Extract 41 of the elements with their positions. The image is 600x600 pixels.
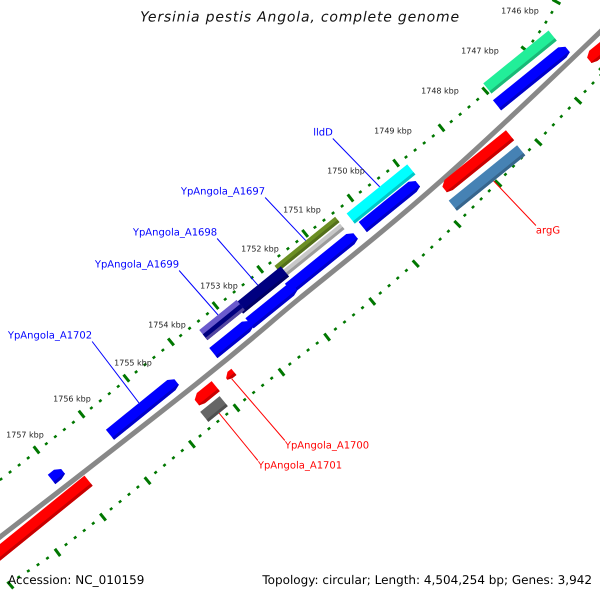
scale-label: 1757 kbp <box>6 432 44 440</box>
genome-summary-text: Topology: circular; Length: 4,504,254 bp; Genes: 3,942 <box>262 574 592 588</box>
gene-label: YpAngola_A1700 <box>284 440 370 452</box>
gene-label: YpAngola_A1702 <box>8 330 92 342</box>
gene-bar <box>209 320 254 358</box>
gene-bar <box>448 145 526 211</box>
accession-text: Accession: NC_010159 <box>8 574 144 588</box>
leader-line <box>332 138 380 188</box>
scale-label: 1752 kbp <box>241 246 279 254</box>
gene-label: YpAngola_A1701 <box>258 460 342 472</box>
gene-bar <box>587 39 600 64</box>
title: Yersinia pestis Angola, complete genome <box>140 10 460 26</box>
scale-label: 1747 kbp <box>461 48 499 56</box>
gene-bar <box>245 284 298 328</box>
gene-bar <box>226 368 236 380</box>
gene-label: YpAngola_A1698 <box>132 228 218 238</box>
gene-label: lldD <box>313 128 333 138</box>
scale-label: 1749 kbp <box>374 128 412 136</box>
leader-line <box>216 238 258 286</box>
gene-bar <box>0 476 93 563</box>
gene-bar <box>200 396 228 422</box>
gene-bar <box>358 181 420 232</box>
gene-label: argG <box>536 226 560 236</box>
gene-bar <box>106 379 179 440</box>
leader-line <box>92 341 140 404</box>
scale-label: 1753 kbp <box>200 282 238 292</box>
gene-bar <box>48 469 65 484</box>
gene-label: YpAngola_A1697 <box>180 186 266 198</box>
scale-label: 1755 kbp <box>114 360 152 368</box>
scale-label: 1750 kbp <box>327 168 365 176</box>
leader-line <box>264 197 306 242</box>
gene-label: YpAngola_A1699 <box>94 260 180 270</box>
scale-label: 1748 kbp <box>421 88 459 96</box>
scale-label: 1746 kbp <box>501 8 539 16</box>
leader-line <box>231 378 286 441</box>
leader-line <box>493 180 536 226</box>
scale-label: 1756 kbp <box>53 396 91 404</box>
scale-label: 1751 kbp <box>283 206 321 216</box>
leader-line <box>218 412 258 461</box>
scale-label: 1754 kbp <box>148 322 186 330</box>
leader-line <box>178 270 218 316</box>
